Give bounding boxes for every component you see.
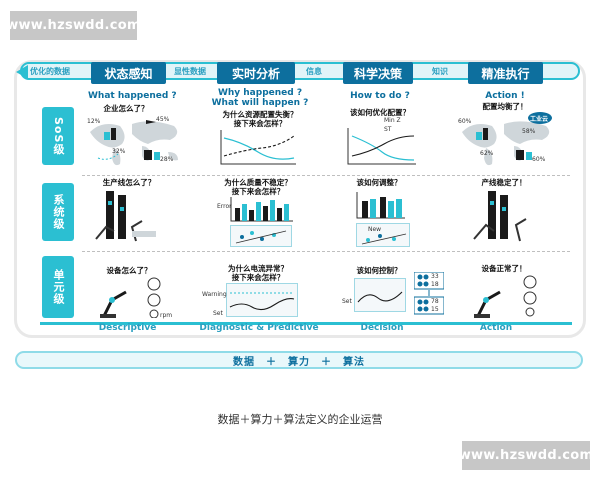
stage-realtime-analysis: 实时分析 [217,62,295,84]
sos-q4-title: Action ! [485,91,525,101]
category-descriptive: Descriptive [98,323,157,333]
sos-pct-3: 32% [112,148,126,155]
machine-unit-normal-icon [474,275,537,318]
sys-q1: 生产线怎么了？ [102,178,156,187]
sys-q2-2: 接下来会怎样？ [231,187,285,196]
sos-cloud-label: 工业云 [530,116,549,123]
sys-adjust-bar-chart [356,192,405,219]
sos-pct-r4: 60% [532,156,546,163]
watermark-top: www.hzswdd.com [6,11,141,40]
machine-unit-icon [100,277,161,318]
category-decision: Decision [360,323,404,333]
unit-warning-label: Warning [202,291,227,298]
sys-q3: 该如何调整？ [356,178,402,187]
figure-caption: 数据＋算力＋算法定义的企业运营 [217,413,383,426]
sos-trend-chart [220,130,296,165]
sys-new-label: New [368,226,382,233]
unit-grid-v4: 15 [431,306,439,313]
sos-q2-sub2: 接下来会怎样？ [233,119,287,128]
unit-q2-1: 为什么电流异常？ [228,264,288,273]
sos-q2-title2: What will happen ? [211,98,309,108]
sos-st: ST [384,126,392,133]
flow-label-knowledge: 知识 [432,67,448,76]
sys-analysis-panel [230,225,292,247]
unit-control-grid [414,272,444,315]
bottom-cyan-line [40,322,572,325]
level-unit: 单元级 [42,256,74,318]
stage-status-perception: 状态感知 [91,62,166,84]
stage-precise-execution: 精准执行 [468,62,543,84]
production-line-stable-icon [473,191,527,242]
unit-control-chart [357,291,403,303]
unit-set-label-2: Set [342,298,352,305]
sys-q4: 产线稳定了！ [481,178,527,187]
sos-pct-r3: 62% [480,150,494,157]
sos-pct-r1: 60% [458,118,472,125]
level-sos: SoS级 [42,107,74,165]
unit-grid-v3: 78 [431,298,439,305]
flow-label-explicit-data: 显性数据 [174,67,206,76]
stage-scientific-decision: 科学决策 [343,62,413,84]
sys-error-bar-chart [230,197,293,222]
sos-pct-1: 12% [87,118,101,125]
unit-current-panel [226,283,298,317]
row-divider [82,175,570,176]
sos-q1-sub: 企业怎么了？ [103,104,149,113]
unit-q1: 设备怎么了？ [106,266,152,275]
sos-min-z: Min Z [384,117,401,124]
tagline-text: 数据 ＋ 算力 ＋ 算法 [233,356,365,368]
sys-scatter [235,230,287,244]
unit-rpm-label: rpm [160,312,173,319]
sys-adjust-scatter [361,233,407,245]
flow-arrowhead-icon [16,65,28,79]
sys-error-label: Error [217,203,232,210]
sys-q2-1: 为什么质量不稳定？ [224,178,292,187]
sos-q3-sub: 该如何优化配置？ [350,108,410,117]
sos-q2-title: Why happened ? [217,88,303,98]
unit-q4: 设备正常了！ [481,264,527,273]
sos-pct-2: 45% [156,116,170,123]
unit-q2-2: 接下来会怎样？ [231,273,285,282]
unit-q3: 该如何控制？ [356,266,402,275]
unit-control-panel [354,278,406,312]
diagram-frame [14,60,586,338]
sos-pct-r2: 58% [522,128,536,135]
production-line-icon [95,191,156,242]
tagline-bar: 数据 ＋ 算力 ＋ 算法 [15,351,583,369]
sos-q1-title: What happened ? [88,91,177,101]
watermark-bottom: www.hzswdd.com [459,441,593,470]
unit-grid-v2: 18 [431,281,439,288]
unit-current-chart [229,292,295,311]
unit-set-label: Set [213,310,223,317]
flow-label-information: 信息 [306,67,322,76]
sos-pct-4: 28% [160,156,174,163]
level-system: 系统级 [42,183,74,241]
world-map-action [462,112,552,166]
sos-decision-chart [347,128,416,165]
sos-q4-sub: 配置均衡了！ [482,102,528,111]
unit-grid-v1: 33 [431,273,439,280]
row-divider [82,251,570,252]
world-map-status [90,120,178,166]
sos-q2-sub1: 为什么资源配置失衡？ [222,110,298,119]
category-diagnostic-predictive: Diagnostic & Predictive [199,323,319,333]
flow-label-optimized-data: 优化的数据 [30,67,70,76]
sos-q3-title: How to do ? [350,91,410,101]
category-action: Action [479,323,513,333]
